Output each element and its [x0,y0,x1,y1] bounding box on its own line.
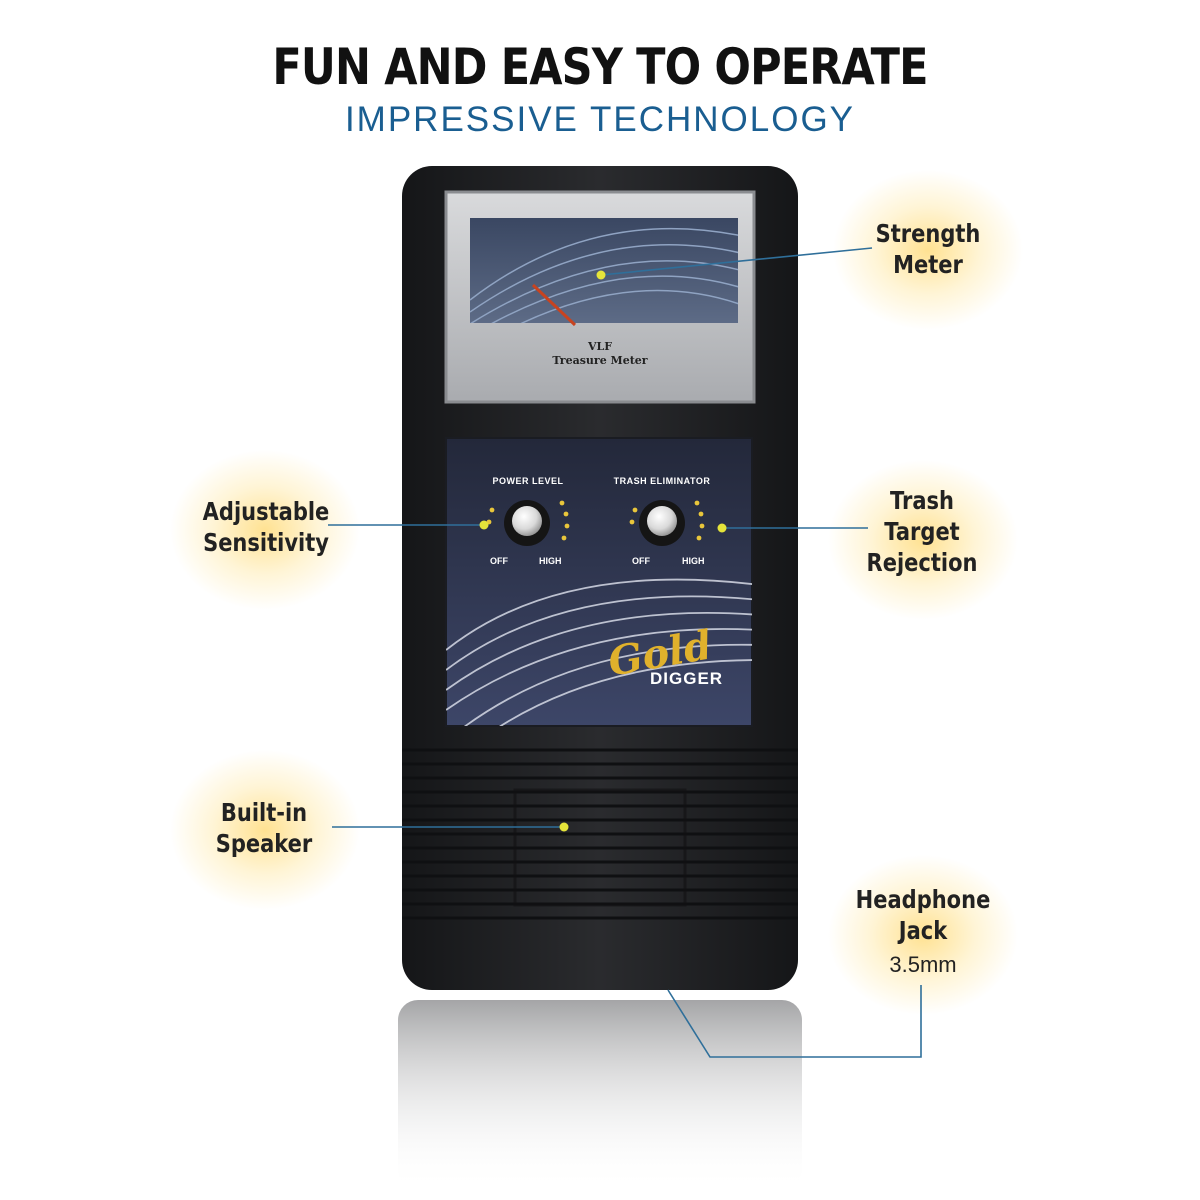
callout-headphone-jack: Headphone Jack [855,885,991,945]
callout-headphone-jack-size: 3.5mm [889,952,957,977]
callout-trash-target-rejection: Trash Target Rejection [866,486,978,577]
trash-eliminator-high-label: HIGH [682,556,705,566]
callout-strength-meter: Strength Meter [875,219,981,279]
meter-label-treasure: Treasure Meter [552,354,648,367]
callout-glow [828,460,1018,620]
trash-eliminator-off-label: OFF [632,556,650,566]
speaker-marker [559,822,569,832]
power-level-off-label: OFF [490,556,508,566]
callout-glow [170,450,360,610]
meter-dial [470,218,738,323]
meter-label-vlf: VLF [587,340,613,353]
power-level-label: POWER LEVEL [492,476,564,486]
power-level-high-label: HIGH [539,556,562,566]
callout-adjustable-sensitivity: Adjustable Sensitivity [202,497,330,557]
callout-lines [328,247,922,1058]
callout-glow [170,750,360,910]
sensitivity-marker [479,520,489,530]
trash-eliminator-label: TRASH ELIMINATOR [613,476,711,486]
speaker-grille [402,748,798,920]
trash-eliminator-knob [629,500,705,546]
page-subtitle: IMPRESSIVE TECHNOLOGY [344,100,856,139]
meter-needle [531,283,577,327]
callout-glow [828,855,1018,1015]
brand-logo-digger: DIGGER [650,669,724,688]
callout-built-in-speaker: Built-in Speaker [215,798,313,858]
reflection [398,1000,802,1190]
callout-glow [833,170,1023,330]
page-title: FUN AND EASY TO OPERATE [272,38,928,96]
control-panel [445,437,753,727]
trash-rejection-marker [717,523,727,533]
strength-meter-marker [596,270,606,280]
power-level-knob [486,500,570,546]
